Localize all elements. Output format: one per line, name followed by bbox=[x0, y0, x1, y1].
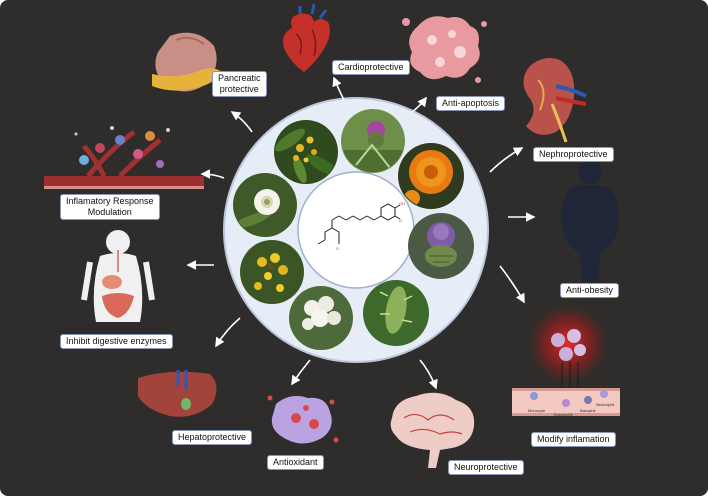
pancreas-illustration bbox=[152, 32, 222, 92]
apoptosis-illustration bbox=[402, 16, 487, 83]
plant-photo-marigold bbox=[398, 143, 464, 209]
arrow-cardio bbox=[332, 76, 345, 101]
inflammation-vessel-illustration bbox=[44, 126, 204, 189]
arrow-inflam-mod bbox=[200, 169, 225, 179]
brain-illustration bbox=[390, 392, 475, 468]
arrow-apoptosis bbox=[411, 96, 427, 113]
molecule-circle bbox=[297, 171, 415, 289]
arrow-pancreatic bbox=[230, 111, 253, 133]
label-obesity: Anti-obesity bbox=[560, 283, 620, 298]
label-modify-inflam: Modify inflamation bbox=[531, 432, 616, 447]
cell-label-eosinophil: Eosinophil bbox=[554, 412, 573, 417]
label-hepato: Hepatoprotective bbox=[172, 430, 253, 445]
arrow-neuro bbox=[419, 359, 438, 390]
cell-label-monocyte: Monocyte bbox=[528, 408, 546, 413]
svg-text:O: O bbox=[399, 218, 402, 223]
label-pancreatic: Pancreatic protective bbox=[212, 71, 267, 97]
molecule-structure bbox=[317, 203, 401, 245]
arrow-hepato bbox=[215, 317, 241, 348]
svg-text:OH: OH bbox=[399, 201, 405, 206]
label-apoptosis: Anti-apoptosis bbox=[436, 96, 506, 111]
plant-photo-spiky-green bbox=[363, 280, 429, 346]
label-neuro: Neuroprotective bbox=[448, 460, 524, 475]
heart-illustration bbox=[283, 3, 330, 72]
arrow-modify-inflam bbox=[499, 265, 525, 304]
label-nephro: Nephroprotective bbox=[533, 147, 614, 162]
plant-photo-chamomile bbox=[233, 173, 297, 237]
label-inflam-mod: Inflamatory Response Modulation bbox=[60, 194, 160, 220]
plant-photo-milk-thistle bbox=[341, 109, 405, 173]
plant-photo-goldenrod bbox=[240, 240, 304, 304]
label-antioxidant: Antioxidant bbox=[267, 455, 324, 470]
effect-arrows bbox=[186, 76, 536, 390]
plant-photo-artichoke bbox=[408, 213, 474, 279]
arrow-antioxidant bbox=[291, 359, 311, 386]
label-digestive: Inhibit digestive enzymes bbox=[60, 334, 173, 349]
plant-photo-yarrow bbox=[289, 286, 353, 350]
arrow-nephro bbox=[489, 147, 524, 173]
kidney-illustration bbox=[523, 58, 587, 143]
cell-label-neutrophil: Neutrophil bbox=[596, 402, 614, 407]
modify-inflammation-illustration: Monocyte Eosinophil Basophil Neutrophil bbox=[512, 300, 620, 417]
label-cardio: Cardioprotective bbox=[332, 60, 410, 75]
plant-photo-yellow-clusters bbox=[274, 120, 338, 184]
digestive-system-illustration bbox=[81, 230, 155, 322]
antioxidant-illustration bbox=[267, 395, 339, 444]
svg-text:O: O bbox=[336, 246, 339, 251]
liver-illustration bbox=[138, 370, 217, 417]
cell-label-basophil: Basophil bbox=[580, 408, 595, 413]
obesity-silhouette bbox=[561, 160, 619, 282]
